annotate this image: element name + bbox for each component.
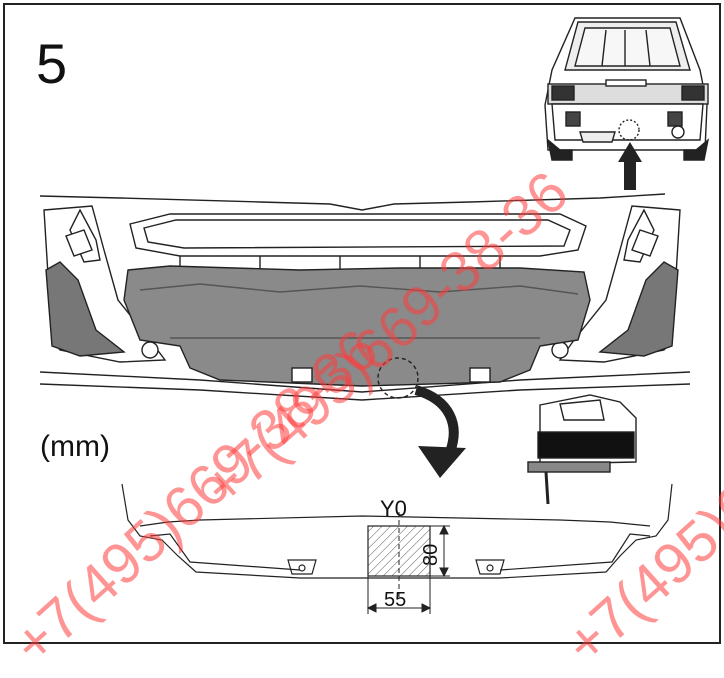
dimension-80 [430,524,450,578]
cut-area-hatched [367,525,431,577]
instruction-diagram: Y0 80 55 5 (mm) +7(495)669-38-36 +7(495)… [1,3,724,677]
dimension-55 [366,576,432,614]
cover-detail-drawing [121,483,673,579]
width-dimension-label: 55 [384,589,406,611]
units-label: (mm) [40,430,110,463]
curved-arrow-down-icon [414,385,466,478]
jigsaw-icon [527,394,637,505]
height-dimension-label: 80 [420,544,442,566]
suv-rear-view-icon [544,17,710,161]
diagram-canvas: Y0 80 55 [3,3,721,644]
arrow-up-icon [618,142,642,190]
bumper-illustration [39,193,691,401]
y0-label: Y0 [380,496,407,521]
outer-border [3,3,721,644]
step-number: 5 [36,32,68,95]
